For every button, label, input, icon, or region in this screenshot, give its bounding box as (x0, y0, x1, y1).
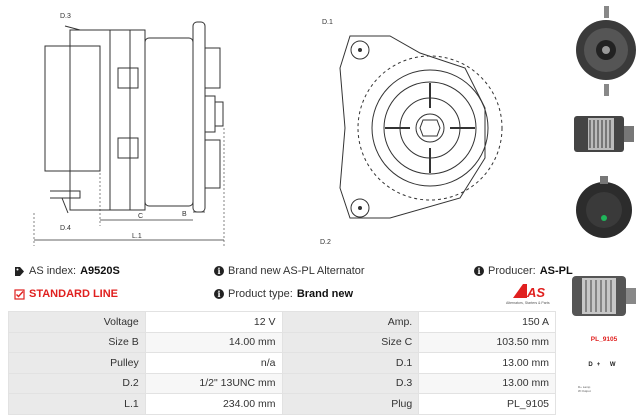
plug-mini-row: D+ Lamp (578, 385, 591, 389)
label-b: B (182, 211, 187, 218)
param-label: L.1 (8, 393, 146, 415)
table-row: D.2 1/2" 13UNC mm D.3 13.00 mm (8, 372, 556, 394)
info-row-1: AS index: A9520S i Brand new AS-PL Alter… (14, 263, 573, 279)
label-d4: D.4 (60, 225, 71, 232)
producer-label: Producer: (488, 265, 536, 277)
table-row: Voltage 12 V Amp. 150 A (8, 311, 556, 333)
standard-line-label: STANDARD LINE (29, 288, 119, 300)
product-type: i Product type: Brand new (214, 288, 353, 300)
terminals-label: D+ W (588, 362, 620, 368)
label-d1: D.1 (322, 19, 333, 26)
param-label: Amp. (281, 311, 420, 333)
table-row: Size B 14.00 mm Size C 103.50 mm (8, 331, 556, 353)
producer-value: AS-PL (539, 265, 573, 277)
info-icon: i (214, 289, 224, 299)
table-row: Pulley n/a D.1 13.00 mm (8, 352, 556, 374)
side-view-drawing: D.3 D.4 C B L.1 (33, 13, 225, 246)
param-value: 103.50 mm (418, 331, 556, 353)
param-value: 234.00 mm (144, 393, 283, 415)
thumbnail-side-view[interactable] (568, 104, 640, 164)
thumbnail-front-view[interactable] (568, 2, 640, 102)
param-value: 14.00 mm (144, 331, 283, 353)
tag-icon (14, 266, 25, 277)
param-value: 13.00 mm (418, 372, 556, 394)
description-text: Brand new AS-PL Alternator (228, 265, 365, 277)
as-index: AS index: A9520S (14, 265, 120, 277)
param-value: n/a (144, 352, 283, 374)
description: i Brand new AS-PL Alternator (214, 265, 365, 277)
param-label: D.2 (8, 372, 146, 394)
param-label: Pulley (8, 352, 146, 374)
brand-logo-mark: AS (526, 285, 545, 300)
param-label: Plug (281, 393, 420, 415)
front-view-drawing: D.1 D.2 (320, 19, 503, 246)
plug-diagram-thumbnail[interactable]: D+ Lamp W Output (578, 385, 628, 415)
as-index-label: AS index: (29, 265, 77, 277)
info-row-2: STANDARD LINE i Product type: Brand new (14, 286, 562, 302)
brand-logo-tagline: Alternators, Starters & Parts (506, 301, 550, 305)
label-d2: D.2 (320, 239, 331, 246)
product-type-label: Product type: (228, 288, 293, 300)
param-label: Size B (8, 331, 146, 353)
table-row: L.1 234.00 mm Plug PL_9105 (8, 393, 556, 415)
technical-drawings: D.3 D.4 C B L.1 D.1 D.2 (33, 13, 503, 246)
param-label: Voltage (8, 311, 146, 333)
label-c: C (138, 213, 143, 220)
label-l1: L.1 (132, 233, 142, 240)
product-type-value: Brand new (296, 288, 354, 300)
thumbnail-gallery (568, 0, 640, 419)
standard-line: STANDARD LINE (14, 288, 118, 300)
param-label: D.1 (281, 352, 420, 374)
checkbox-icon (14, 288, 25, 300)
param-label: Size C (281, 331, 420, 353)
parameters-table: Voltage 12 V Amp. 150 A Size B 14.00 mm … (8, 311, 556, 415)
param-value: 150 A (418, 311, 556, 333)
info-icon: i (474, 266, 484, 276)
label-d3: D.3 (60, 13, 71, 20)
brand-logo: AS Alternators, Starters & Parts (506, 284, 550, 305)
info-icon: i (214, 266, 224, 276)
param-value: PL_9105 (418, 393, 556, 415)
thumbnail-angle-view[interactable] (568, 262, 640, 332)
param-value: 1/2" 13UNC mm (144, 372, 283, 394)
plug-code-label[interactable]: PL_9105 (590, 336, 618, 343)
product-main: D.3 D.4 C B L.1 D.1 D.2 (8, 13, 573, 415)
thumbnail-rear-view[interactable] (568, 168, 640, 248)
as-index-value: A9520S (80, 265, 120, 277)
param-value: 12 V (144, 311, 283, 333)
param-value: 13.00 mm (418, 352, 556, 374)
producer: i Producer: AS-PL (474, 265, 573, 277)
plug-mini-row: W Output (578, 389, 591, 393)
param-label: D.3 (281, 372, 420, 394)
